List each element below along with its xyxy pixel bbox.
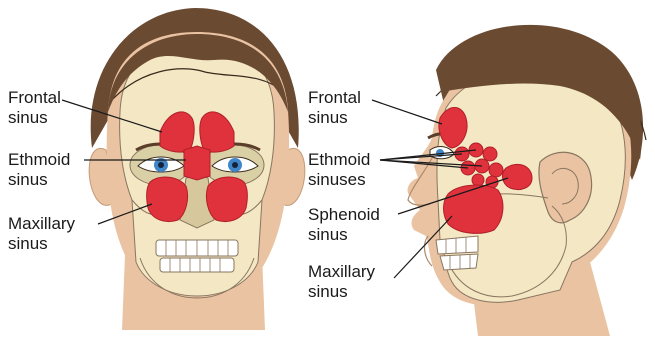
side-label-maxillary-line1: Maxillary	[308, 262, 375, 282]
side-label-sphenoid-line1: Sphenoid	[308, 205, 380, 225]
front-teeth-lower	[160, 258, 234, 272]
side-label-sphenoid-line2: sinus	[308, 225, 380, 245]
front-label-frontal-line2: sinus	[8, 108, 61, 128]
side-ethmoid-cell-7	[472, 174, 484, 186]
side-head	[408, 25, 646, 336]
front-head	[89, 8, 305, 330]
front-label-maxillary-line1: Maxillary	[8, 214, 75, 234]
side-label-maxillary-sinus: Maxillary sinus	[308, 262, 375, 302]
side-maxillary-sinus	[444, 185, 503, 233]
front-maxillary-sinus-left	[147, 177, 188, 221]
side-label-sphenoid-sinus: Sphenoid sinus	[308, 205, 380, 245]
front-label-ethmoid-sinus: Ethmoid sinus	[8, 150, 70, 190]
front-label-ethmoid-line2: sinus	[8, 170, 70, 190]
side-label-maxillary-line2: sinus	[308, 282, 375, 302]
side-teeth-lower	[440, 254, 478, 270]
front-pupil-right	[232, 162, 238, 168]
side-leader-frontal	[372, 100, 442, 124]
side-label-ethmoid-sinuses: Ethmoid sinuses	[308, 150, 370, 190]
front-label-maxillary-sinus: Maxillary sinus	[8, 214, 75, 254]
side-label-frontal-sinus: Frontal sinus	[308, 88, 361, 128]
side-ethmoid-cell-3	[483, 147, 497, 161]
side-sphenoid-sinus	[503, 164, 532, 189]
front-ethmoid-sinus	[184, 146, 210, 180]
side-label-frontal-line2: sinus	[308, 108, 361, 128]
side-label-frontal-line1: Frontal	[308, 88, 361, 108]
side-label-ethmoid-line2: sinuses	[308, 170, 370, 190]
front-label-maxillary-line2: sinus	[8, 234, 75, 254]
front-label-frontal-line1: Frontal	[8, 88, 61, 108]
front-pupil-left	[158, 162, 164, 168]
front-label-frontal-sinus: Frontal sinus	[8, 88, 61, 128]
side-label-ethmoid-line1: Ethmoid	[308, 150, 370, 170]
front-maxillary-sinus-right	[206, 177, 247, 221]
front-label-ethmoid-line1: Ethmoid	[8, 150, 70, 170]
side-ethmoid-cell-6	[489, 163, 503, 177]
